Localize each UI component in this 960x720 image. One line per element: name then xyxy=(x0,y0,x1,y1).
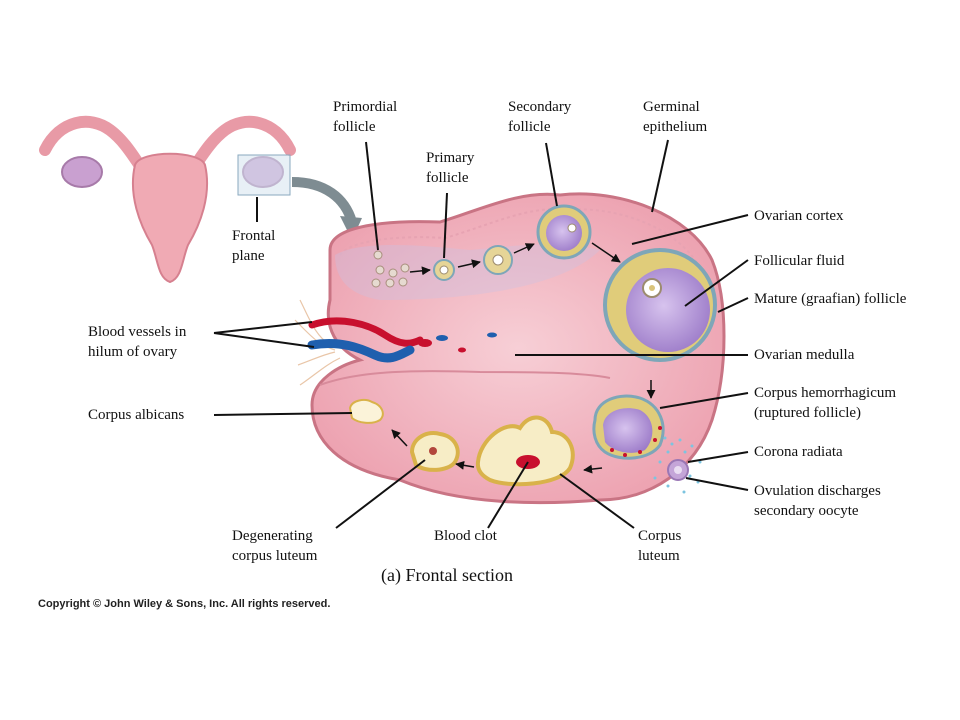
artery xyxy=(308,317,424,347)
copyright-notice: Copyright © John Wiley & Sons, Inc. All … xyxy=(38,598,331,610)
uterus-inset xyxy=(39,115,296,284)
label-ovulation: Ovulation discharges secondary oocyte xyxy=(754,483,881,519)
uterus-body xyxy=(131,152,209,284)
blood-spots xyxy=(610,426,662,457)
vessel-section-2 xyxy=(436,335,448,341)
label-blood-clot: Blood clot xyxy=(434,528,497,544)
label-blood-vessels: Blood vessels in hilum of ovary xyxy=(88,324,187,360)
label-corpus-luteum: Corpus luteum xyxy=(638,528,682,564)
vessel-section-4 xyxy=(487,332,497,338)
ovary-left-inset xyxy=(61,156,103,188)
lower-lobe-divider xyxy=(319,370,611,386)
label-secondary-follicle: Secondary follicle xyxy=(508,99,572,135)
label-primary-follicle: Primary follicle xyxy=(426,150,475,186)
primordial-follicles xyxy=(371,250,410,288)
label-frontal-plane: Frontal plane xyxy=(232,228,276,264)
frontal-plane-box xyxy=(237,154,291,196)
figure-caption: (a) Frontal section xyxy=(381,565,513,585)
follicular-fluid-area xyxy=(626,268,710,352)
label-mature-follicle: Mature (graafian) follicle xyxy=(754,291,907,307)
label-ovarian-medulla: Ovarian medulla xyxy=(754,347,855,363)
inset-to-section-arrow xyxy=(291,177,357,224)
label-primordial-follicle: Primordial follicle xyxy=(333,99,398,135)
label-germinal-epithelium: Germinal epithelium xyxy=(643,99,708,135)
vessel-section-3 xyxy=(458,347,466,353)
cortex-inner-line xyxy=(339,208,701,269)
ovary-section xyxy=(294,192,726,505)
label-degenerating-corpus-luteum: Degenerating corpus luteum xyxy=(232,528,318,564)
label-corona-radiata: Corona radiata xyxy=(754,444,843,460)
vein xyxy=(307,338,415,363)
corpus-luteum xyxy=(475,415,575,487)
label-follicular-fluid: Follicular fluid xyxy=(754,253,845,269)
corpus-albicans xyxy=(348,399,384,424)
leader-lines xyxy=(213,139,749,529)
inset-to-section-arrowhead xyxy=(340,216,362,240)
label-ovarian-cortex: Ovarian cortex xyxy=(754,208,844,224)
vessel-section-1 xyxy=(418,339,432,347)
label-corpus-albicans: Corpus albicans xyxy=(88,407,185,423)
label-corpus-hemorrhagicum: Corpus hemorrhagicum (ruptured follicle) xyxy=(754,385,897,421)
